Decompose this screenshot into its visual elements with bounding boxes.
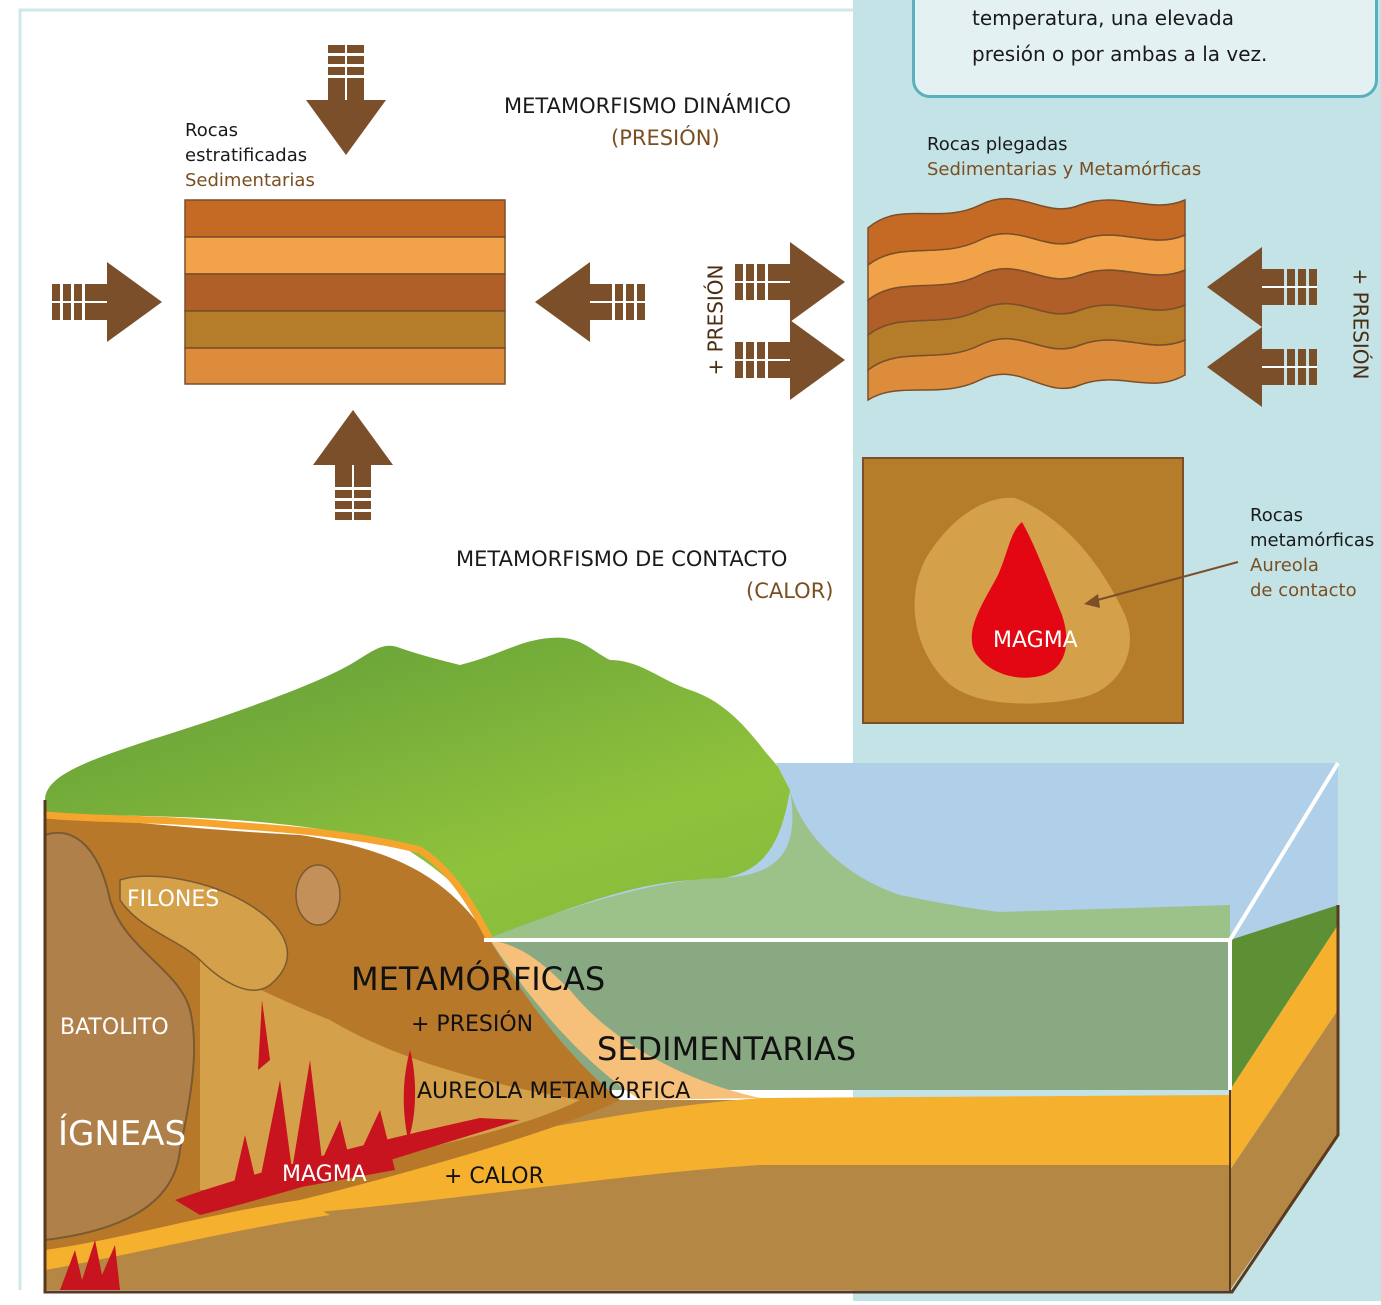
contact-title: METAMORFISMO DE CONTACTO: [456, 547, 788, 571]
info-line: presión o por ambas a la vez.: [972, 42, 1268, 66]
arrow-up-icon: [312, 409, 394, 521]
contact-label-line3: Aureola: [1250, 555, 1319, 576]
stratified-rock-block: [184, 199, 506, 385]
arrow-down-icon: [305, 44, 387, 156]
source-label-line3: Sedimentarias: [185, 170, 315, 191]
label-batolito: BATOLITO: [60, 1015, 169, 1040]
info-line: temperatura, una elevada: [972, 6, 1234, 30]
result-label-line1: Rocas plegadas: [927, 134, 1068, 155]
label-igneas: ÍGNEAS: [58, 1114, 187, 1154]
label-aureola-metamorfica: AUREOLA METAMÓRFICA: [417, 1079, 691, 1104]
arrow-right-icon: [51, 261, 163, 343]
arrow-right-icon: [734, 241, 846, 323]
label-magma: MAGMA: [282, 1162, 367, 1187]
info-box: [912, 0, 1378, 98]
contact-magma-label: MAGMA: [993, 628, 1078, 653]
dynamic-subtitle: (PRESIÓN): [611, 126, 720, 150]
label-filones: FILONES: [127, 887, 220, 912]
source-label-line2: estratificadas: [185, 145, 308, 166]
folded-rock-block: [867, 197, 1186, 402]
label-presion: + PRESIÓN: [411, 1012, 534, 1037]
dynamic-title: METAMORFISMO DINÁMICO: [504, 94, 792, 118]
contact-label-line1: Rocas: [1250, 505, 1304, 526]
pressure-label-right: + PRESIÓN: [1348, 268, 1373, 380]
contact-metamorphism-box: [862, 457, 1239, 724]
info-text: temperatura, una elevada presión o por a…: [972, 0, 1267, 72]
contact-subtitle: (CALOR): [746, 579, 834, 603]
contact-label-line4: de contacto: [1250, 580, 1357, 601]
label-metamorficas: METAMÓRFICAS: [351, 960, 606, 998]
arrow-right-icon: [734, 319, 846, 401]
label-calor: + CALOR: [444, 1164, 544, 1189]
label-sedimentarias: SEDIMENTARIAS: [597, 1030, 857, 1068]
source-label-line1: Rocas: [185, 120, 239, 141]
frame-line: [18, 8, 853, 1290]
geological-block-diagram: [43, 637, 1340, 1294]
contact-label-line2: metamórficas: [1250, 530, 1375, 551]
result-label-line2: Sedimentarias y Metamórficas: [927, 159, 1202, 180]
magma-body: [971, 522, 1067, 678]
arrow-left-icon: [534, 261, 646, 343]
pressure-label-left: + PRESIÓN: [703, 264, 728, 376]
